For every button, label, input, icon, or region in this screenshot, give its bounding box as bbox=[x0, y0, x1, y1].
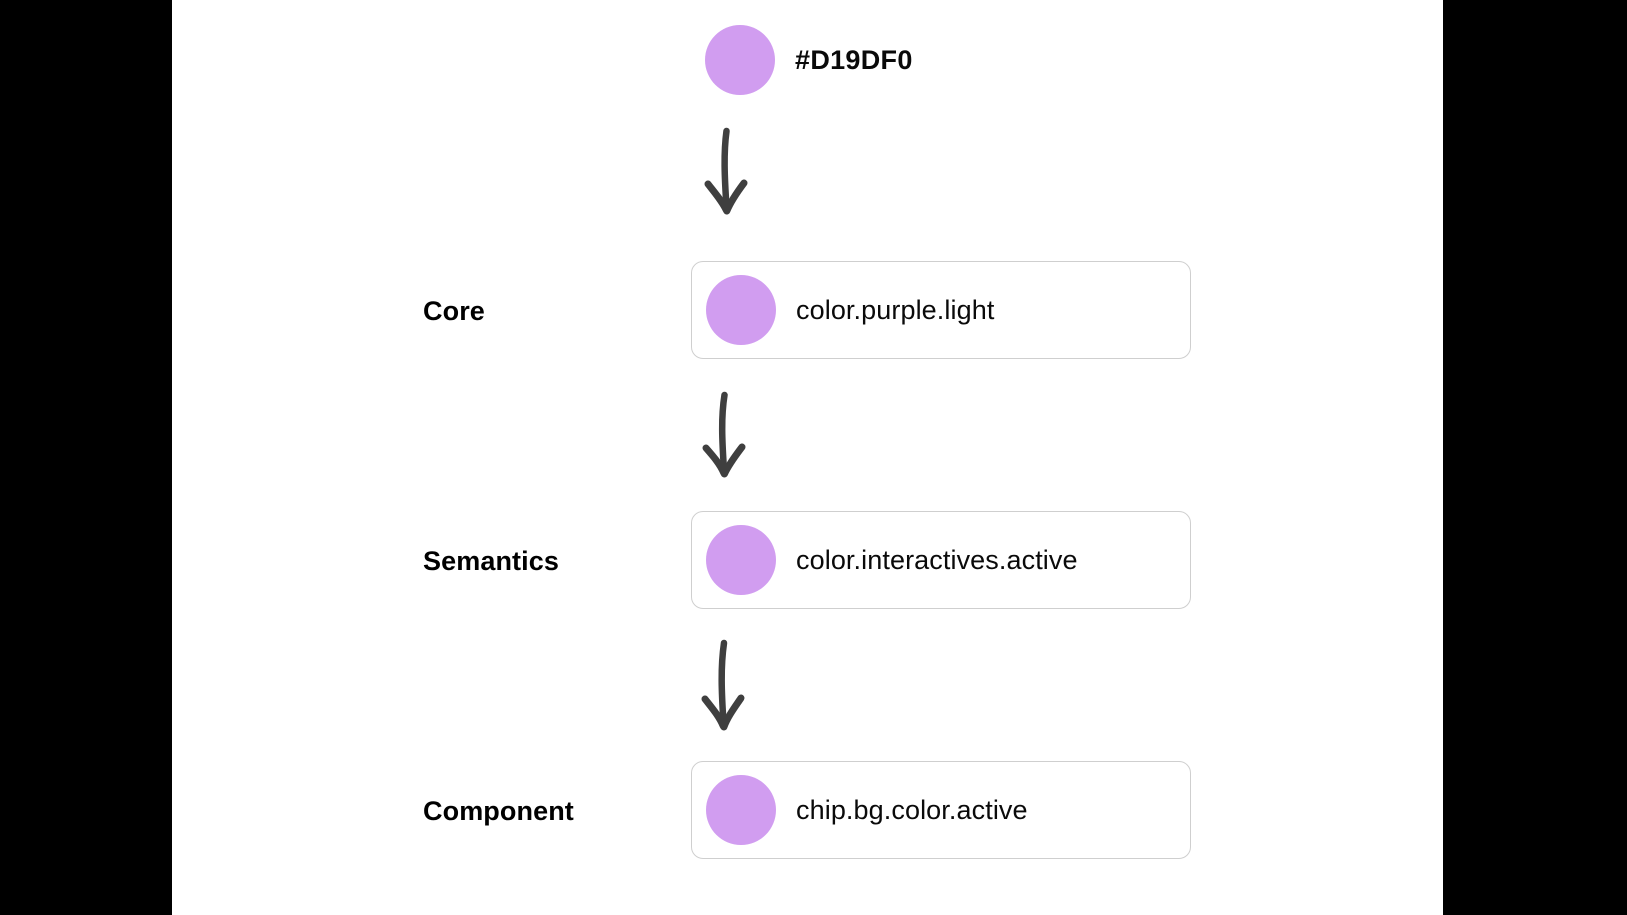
token-card-core[interactable]: color.purple.light bbox=[691, 261, 1191, 359]
token-card-semantics[interactable]: color.interactives.active bbox=[691, 511, 1191, 609]
token-swatch-core bbox=[706, 275, 776, 345]
token-swatch-component bbox=[706, 775, 776, 845]
hand-drawn-down-arrow-icon bbox=[701, 639, 745, 731]
letterbox-left bbox=[0, 0, 172, 915]
hand-drawn-down-arrow-icon bbox=[704, 127, 748, 215]
token-label-core: color.purple.light bbox=[796, 294, 995, 325]
stage-label-component: Component bbox=[423, 796, 574, 826]
content-canvas: #D19DF0 Core color.purple.light bbox=[172, 0, 1443, 915]
letterbox-right bbox=[1443, 0, 1627, 915]
arrow-source-to-core bbox=[688, 125, 778, 225]
arrow-semantics-to-component bbox=[688, 635, 778, 735]
token-label-component: chip.bg.color.active bbox=[796, 794, 1028, 825]
token-swatch-semantics bbox=[706, 525, 776, 595]
token-card-component[interactable]: chip.bg.color.active bbox=[691, 761, 1191, 859]
arrow-core-to-semantics bbox=[688, 385, 778, 485]
stage-label-semantics: Semantics bbox=[423, 546, 559, 576]
source-color-swatch bbox=[705, 25, 775, 95]
stage-label-core: Core bbox=[423, 296, 485, 326]
source-color-row: #D19DF0 bbox=[705, 25, 913, 95]
source-hex-label: #D19DF0 bbox=[795, 44, 913, 75]
token-label-semantics: color.interactives.active bbox=[796, 544, 1078, 575]
hand-drawn-down-arrow-icon bbox=[702, 391, 746, 478]
